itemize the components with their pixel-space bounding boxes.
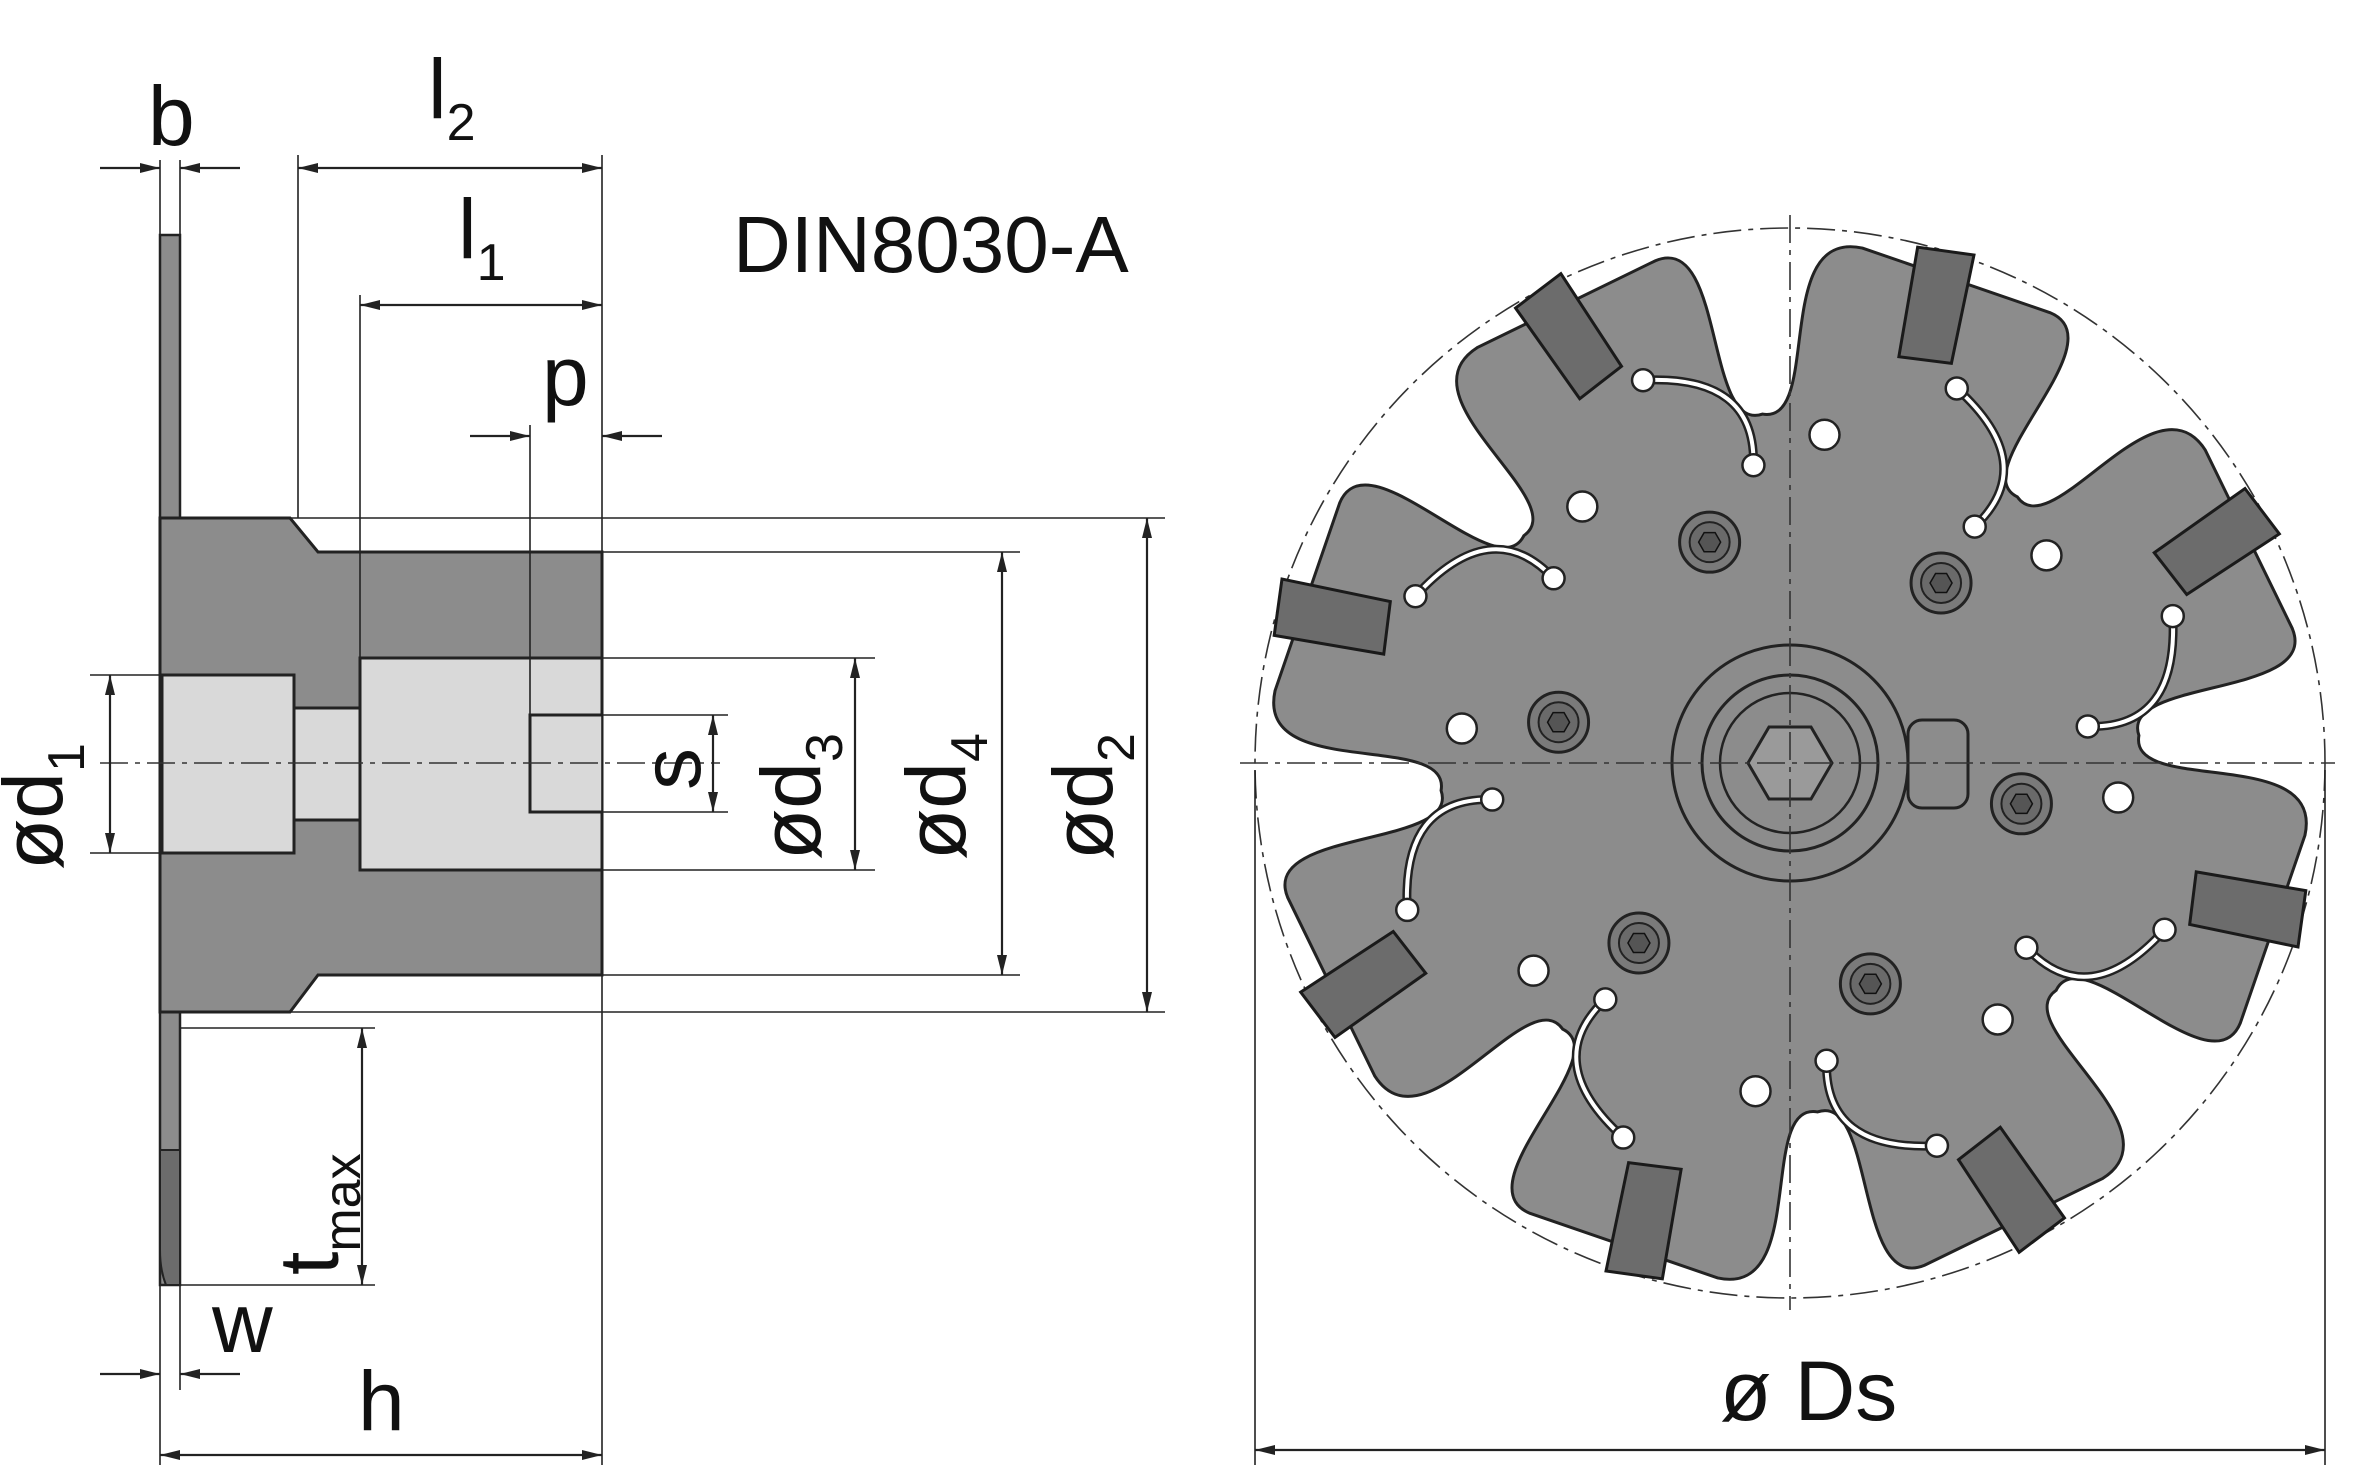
label-p: p [542, 329, 589, 423]
hole [1741, 452, 1766, 478]
hole [1479, 787, 1505, 812]
bore-mid [292, 706, 362, 822]
hole [1566, 490, 1599, 523]
bolt-hex-icon [1627, 932, 1651, 954]
bolt-hex-icon [1929, 572, 1953, 594]
hole [1610, 1125, 1636, 1150]
chip-slot [1404, 797, 1493, 911]
hole [2160, 603, 2186, 629]
label-tmax-main: t [262, 1252, 356, 1275]
insert-blade [1272, 577, 1392, 656]
label-d2-main: ød [1036, 762, 1130, 860]
bolts [1527, 510, 2053, 1016]
hole [2101, 781, 2135, 814]
hole [1394, 897, 1420, 923]
label-l2-main: l [428, 42, 447, 136]
label-tmax: tmax [262, 1153, 372, 1275]
label-d1: ød1 [0, 743, 96, 870]
label-tmax-sub: max [314, 1153, 372, 1251]
insert [1897, 245, 1976, 365]
label-l1-sub: 1 [477, 234, 506, 292]
insert-blade [1513, 271, 1624, 401]
front-view: ø Ds [1240, 215, 2335, 1465]
chip-slot [1413, 547, 1556, 598]
label-d1-main: ød [0, 772, 80, 870]
hole [1541, 566, 1566, 591]
bore-d1 [160, 673, 296, 855]
hole [1630, 367, 1656, 393]
hole [2014, 935, 2039, 960]
label-l1: l1 [458, 182, 506, 292]
chip-slot [2087, 615, 2176, 729]
coolant-holes [1394, 367, 2186, 1159]
side-view: b l2 l1 DIN8030-A p s ød1 ød3 ød4 ød2 tm… [0, 42, 1165, 1465]
hole [1924, 1133, 1950, 1159]
label-d3: ød3 [744, 733, 854, 860]
label-d4-sub: 4 [941, 733, 999, 762]
insert [2152, 486, 2282, 597]
insert-blade [1956, 1125, 2067, 1255]
insert [2188, 870, 2308, 949]
insert [1272, 577, 1392, 656]
label-d2-sub: 2 [1088, 733, 1146, 762]
chip-slot [1642, 377, 1756, 466]
hole [1517, 954, 1550, 987]
label-h: h [358, 1354, 405, 1448]
label-l1-main: l [458, 182, 477, 276]
drive-key [1906, 718, 1970, 810]
insert-blade [2188, 870, 2308, 949]
hole [1445, 712, 1479, 745]
insert-blade [1897, 245, 1976, 365]
hole [1593, 987, 1618, 1012]
blade-tip [159, 1149, 181, 1286]
bolt-hex-icon [2009, 793, 2034, 815]
label-w: w [211, 1276, 273, 1370]
hole [2030, 539, 2063, 572]
hole [1944, 376, 1970, 401]
bolt-hex-icon [1546, 711, 1571, 733]
insert [1956, 1125, 2067, 1255]
insert [1604, 1161, 1683, 1281]
label-b: b [148, 69, 195, 163]
chip-slot [1955, 386, 2006, 529]
label-l2: l2 [428, 42, 476, 152]
insert-blade [1604, 1161, 1683, 1281]
label-s: s [624, 748, 718, 790]
hole [1962, 514, 1987, 539]
chip-slots [1402, 375, 2178, 1151]
label-d1-sub: 1 [38, 743, 96, 772]
chip-slot [1574, 997, 1625, 1140]
insert [1298, 929, 1428, 1040]
hole [1814, 1048, 1839, 1074]
hole [2152, 917, 2177, 943]
drawing-title: DIN8030-A [733, 200, 1129, 289]
insert-blade [2152, 486, 2282, 597]
label-Ds: ø Ds [1720, 1344, 1897, 1438]
chip-slot [2024, 928, 2167, 979]
insert-blade [1298, 929, 1428, 1040]
hole [1403, 583, 1428, 609]
label-d4-main: ød [889, 762, 983, 860]
hole [1808, 418, 1841, 452]
hole [2075, 714, 2101, 739]
label-d3-sub: 3 [796, 733, 854, 762]
chip-slot [1824, 1060, 1938, 1149]
bolt-hex-icon [1858, 973, 1883, 995]
label-d3-main: ød [744, 762, 838, 860]
insert [1513, 271, 1624, 401]
label-d2: ød2 [1036, 733, 1146, 860]
inserts [1272, 245, 2308, 1281]
bolt-hex-icon [1697, 531, 1722, 553]
hole [1981, 1003, 2014, 1036]
label-l2-sub: 2 [447, 94, 476, 152]
label-d4: ød4 [889, 733, 999, 860]
hole [1739, 1074, 1772, 1108]
